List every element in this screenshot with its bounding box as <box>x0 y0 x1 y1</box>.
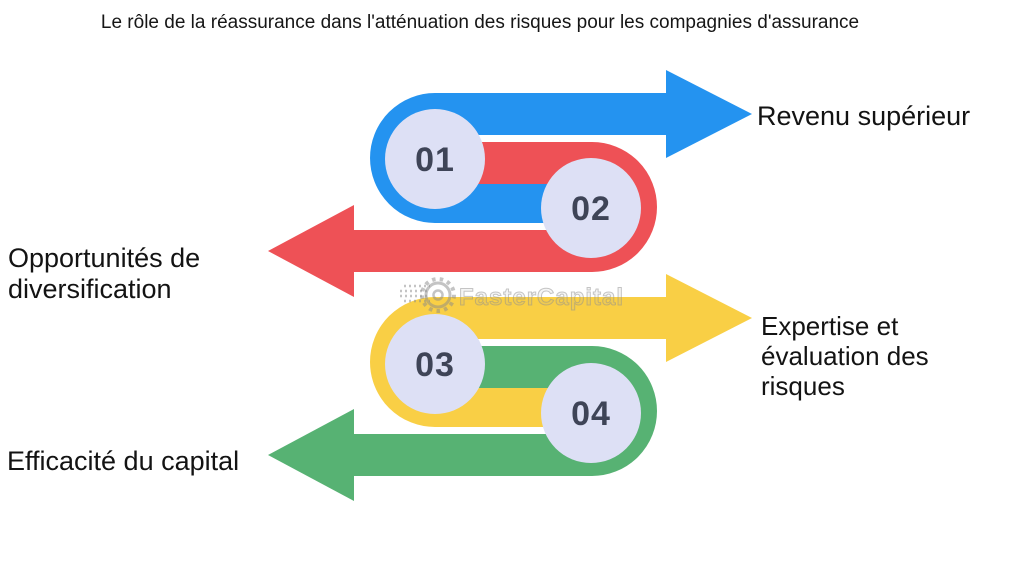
step-2-circle <box>541 158 641 258</box>
step-1-number: 01 <box>415 141 455 179</box>
step-1-label: Revenu supérieur <box>757 101 971 131</box>
step-2-label: Opportunités de diversification <box>8 243 201 304</box>
step-3-badge: 03 <box>385 314 485 414</box>
step-3-number: 03 <box>415 346 455 384</box>
step-1-circle <box>385 109 485 209</box>
page-title: Le rôle de la réassurance dans l'atténua… <box>100 12 860 33</box>
step-3-label: Expertise et évaluation des risques <box>761 311 929 401</box>
step-3-circle <box>385 314 485 414</box>
step-4-badge: 04 <box>541 363 641 463</box>
watermark: FasterCapital <box>400 277 624 313</box>
step-4-circle <box>541 363 641 463</box>
step-1-badge: 01 <box>385 109 485 209</box>
step-3-arrow-head <box>666 274 752 362</box>
watermark-text: FasterCapital <box>459 284 624 311</box>
step-1-arrow-head <box>666 70 752 158</box>
gear-icon <box>420 277 456 313</box>
step-4-number: 04 <box>571 395 611 433</box>
step-4-arrow-head <box>268 409 354 501</box>
step-2-arrow-head <box>268 205 354 297</box>
step-2-badge: 02 <box>541 158 641 258</box>
step-4-label: Efficacité du capital <box>7 446 240 476</box>
step-2-number: 02 <box>571 190 611 228</box>
